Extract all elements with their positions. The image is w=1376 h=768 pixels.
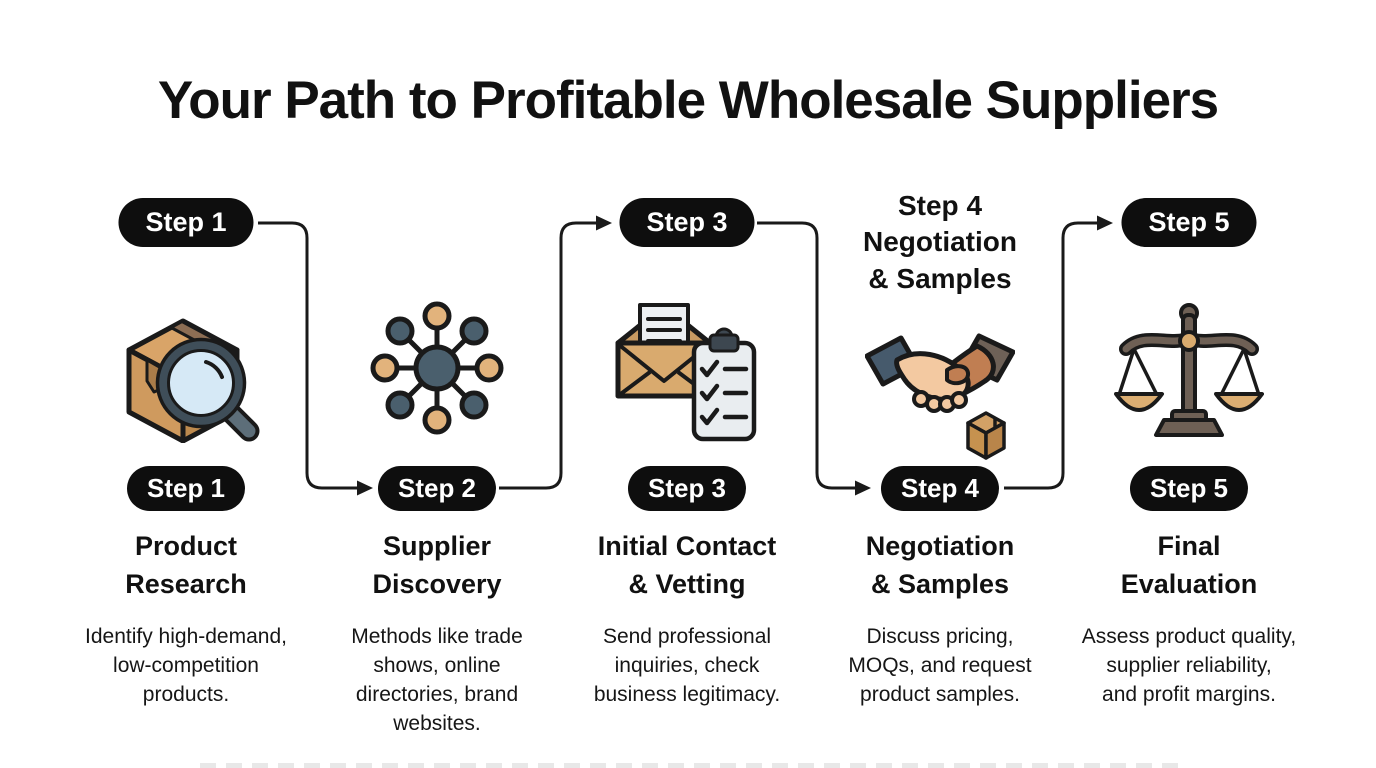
step-1-badge: Step 1 [126, 466, 246, 511]
envelope-checklist-icon [612, 293, 762, 443]
step-1-title: Product Research [125, 531, 247, 599]
step-5-title: Final Evaluation [1120, 531, 1258, 599]
step-1-column: Step 1 Step 1 Product Research Identi [56, 180, 316, 760]
step-5-top-badge: Step 5 [1121, 198, 1257, 247]
step-3-badge: Step 3 [627, 466, 747, 511]
step-5-badge: Step 5 [1129, 466, 1249, 511]
network-hub-icon [362, 293, 512, 443]
balance-scale-icon [1114, 293, 1264, 443]
step-2-badge: Step 2 [377, 466, 497, 511]
step-4-badge: Step 4 [880, 466, 1000, 511]
step-5-column: Step 5 [1059, 180, 1319, 760]
step-5-description: Assess product quality, supplier reliabi… [1081, 625, 1297, 706]
step-3-title: Initial Contact & Vetting [597, 531, 777, 599]
step-4-column: Step 4 Negotiation & Samples [810, 180, 1070, 760]
handshake-package-icon [865, 318, 1015, 468]
step-3-top-badge: Step 3 [619, 198, 755, 247]
step-4-description: Discuss pricing, MOQs, and request produ… [848, 625, 1032, 706]
step-3-description: Send professional inquiries, check busin… [593, 625, 781, 706]
cropped-text-artifact [200, 763, 1180, 768]
page-title: Your Path to Profitable Wholesale Suppli… [157, 71, 1219, 130]
step-1-top-badge: Step 1 [118, 198, 254, 247]
step-2-description: Methods like trade shows, online directo… [351, 625, 523, 735]
step-4-top-header: Step 4 Negotiation & Samples [863, 190, 1017, 294]
step-4-title: Negotiation & Samples [865, 531, 1015, 599]
step-3-column: Step 3 [557, 180, 817, 760]
step-2-column: Step 2 Supplier Discovery Methods like t… [307, 180, 567, 760]
box-magnifier-icon [111, 293, 261, 443]
step-1-description: Identify high-demand, low-competition pr… [85, 625, 287, 706]
step-2-title: Supplier Discovery [372, 531, 502, 599]
